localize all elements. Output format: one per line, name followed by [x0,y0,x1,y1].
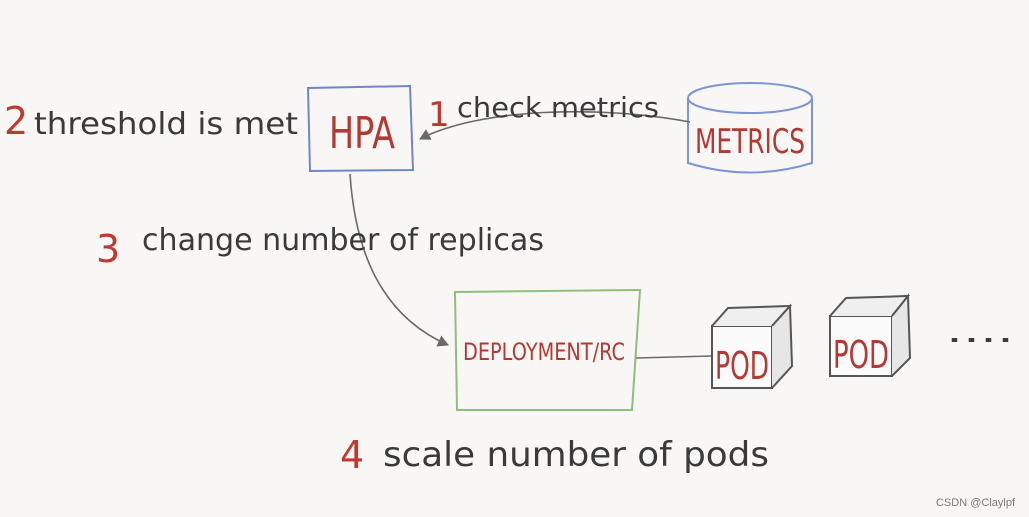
step-4-number: 4 [340,433,364,477]
step-4-text: scale number of pods [383,435,769,475]
step-3-number: 3 [96,227,120,271]
csdn-watermark: CSDN @Claylpf [936,497,1015,509]
metrics-label: METRICS [695,122,805,162]
hpa-box: HPA [308,86,413,171]
step-1-number: 1 [428,95,450,135]
pod-1-label: POD [715,344,769,388]
step-3-text: change number of replicas [142,223,544,258]
metrics-cylinder: METRICS [688,83,812,173]
hpa-label: HPA [329,108,395,159]
pod-1-cube: POD [712,306,792,388]
pod-2-label: POD [833,333,889,377]
more-pods-ellipsis: .... [946,312,1014,350]
deployment-label: DEPLOYMENT/RC [463,338,625,366]
deployment-box: DEPLOYMENT/RC [455,290,640,410]
change-replicas-arrow [350,174,448,345]
pod-2-cube: POD [830,296,910,377]
step-1-text: check metrics [457,91,659,124]
step-2-text: threshold is met [34,107,298,142]
deployment-pod-connector [636,356,712,358]
step-2-number: 2 [4,99,28,143]
